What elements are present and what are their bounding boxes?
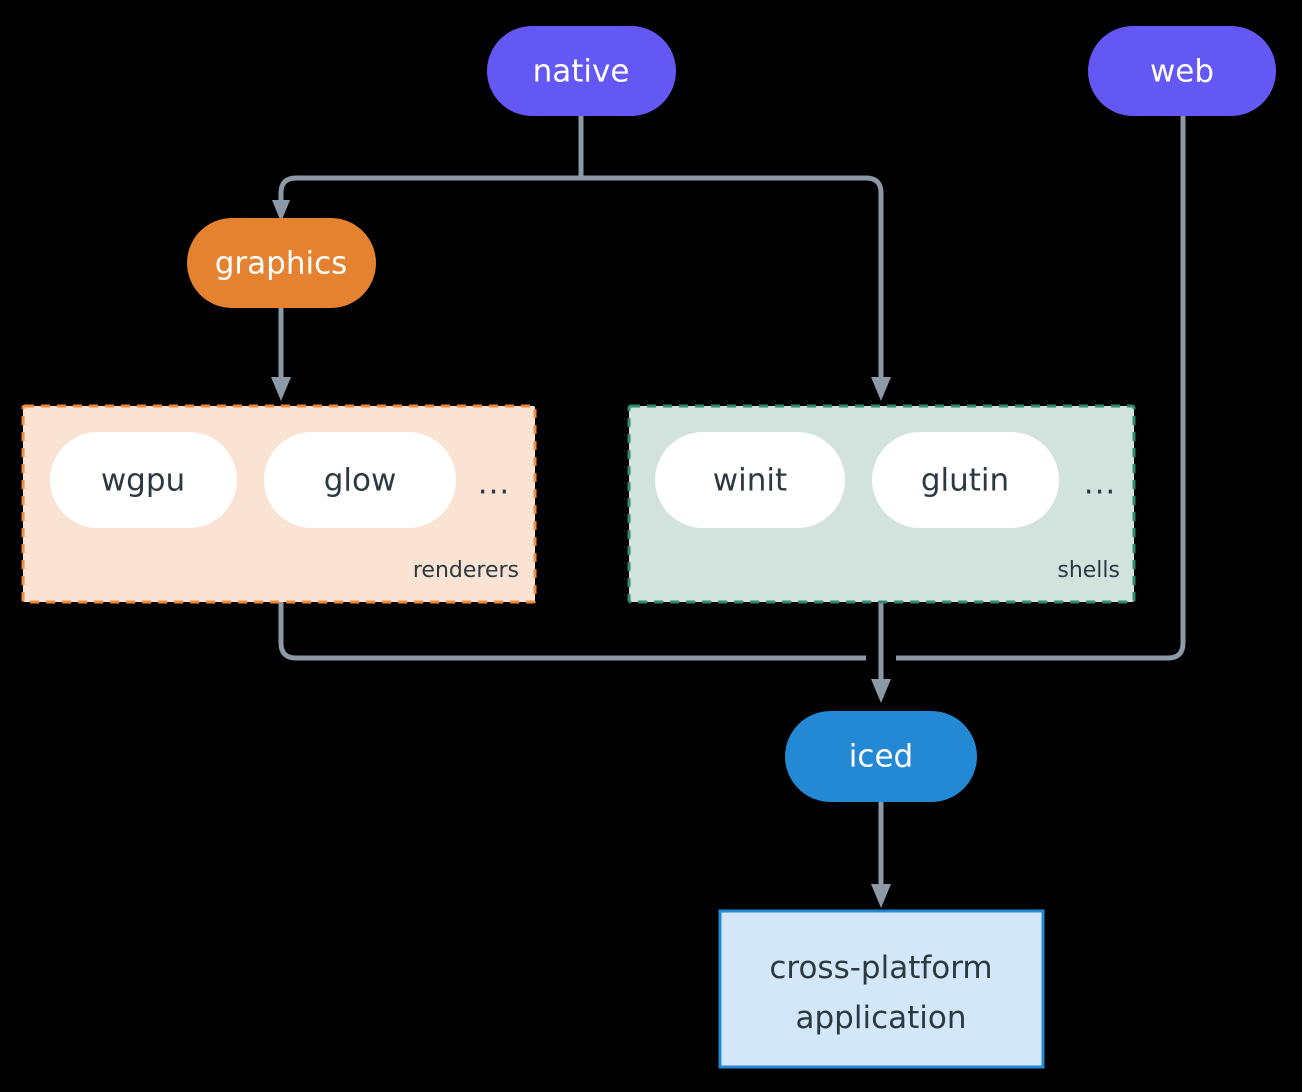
shells-item-glutin-label: glutin bbox=[921, 463, 1009, 499]
edge-native-to-shells bbox=[581, 175, 884, 381]
shells-item-winit-shape[interactable] bbox=[655, 432, 845, 528]
edge-layer bbox=[271, 115, 1186, 908]
edge-web-to-iced bbox=[896, 115, 1186, 661]
node-native[interactable]: native bbox=[487, 26, 676, 116]
arrow-native-to-shells bbox=[871, 377, 891, 401]
node-graphics-label: graphics bbox=[215, 246, 348, 282]
arrow-native-to-graphics bbox=[272, 200, 290, 222]
node-graphics[interactable]: graphics bbox=[187, 218, 376, 308]
shells-group-caption: shells bbox=[1057, 558, 1120, 583]
node-native-shape[interactable] bbox=[487, 26, 676, 116]
node-application-label-line1: cross-platform bbox=[769, 950, 992, 986]
node-application-shape[interactable] bbox=[718, 909, 1045, 1069]
renderers-item-wgpu-label: wgpu bbox=[101, 463, 185, 499]
renderers-more-ellipsis: ... bbox=[478, 466, 511, 502]
renderers-group-caption: renderers bbox=[413, 558, 519, 583]
node-graphics-shape[interactable] bbox=[187, 218, 376, 308]
renderers-item-glow-shape[interactable] bbox=[264, 432, 456, 528]
node-native-label: native bbox=[533, 54, 630, 90]
renderers-item-glow-label: glow bbox=[324, 463, 397, 499]
edge-native-to-graphics bbox=[278, 175, 581, 207]
renderers-item-wgpu-shape[interactable] bbox=[50, 432, 237, 528]
node-application-label-line2: application bbox=[796, 1000, 967, 1036]
node-iced-shape[interactable] bbox=[785, 711, 977, 802]
node-application[interactable]: cross-platform application bbox=[718, 909, 1045, 1069]
node-web-shape[interactable] bbox=[1088, 26, 1276, 116]
group-renderers: wgpu glow ... renderers bbox=[21, 404, 537, 604]
edge-renderers-to-iced bbox=[278, 602, 866, 661]
node-iced[interactable]: iced bbox=[785, 711, 977, 802]
node-web[interactable]: web bbox=[1088, 26, 1276, 116]
arrow-bus-to-iced bbox=[871, 679, 891, 703]
node-iced-label: iced bbox=[849, 739, 913, 775]
shells-item-winit-label: winit bbox=[713, 463, 787, 499]
node-web-label: web bbox=[1150, 54, 1214, 90]
group-shells: winit glutin ... shells bbox=[627, 404, 1136, 604]
arrow-iced-to-application bbox=[871, 884, 891, 908]
shells-more-ellipsis: ... bbox=[1084, 466, 1117, 502]
shells-item-glutin-shape[interactable] bbox=[872, 432, 1059, 528]
arrow-graphics-to-renderers bbox=[271, 377, 291, 401]
